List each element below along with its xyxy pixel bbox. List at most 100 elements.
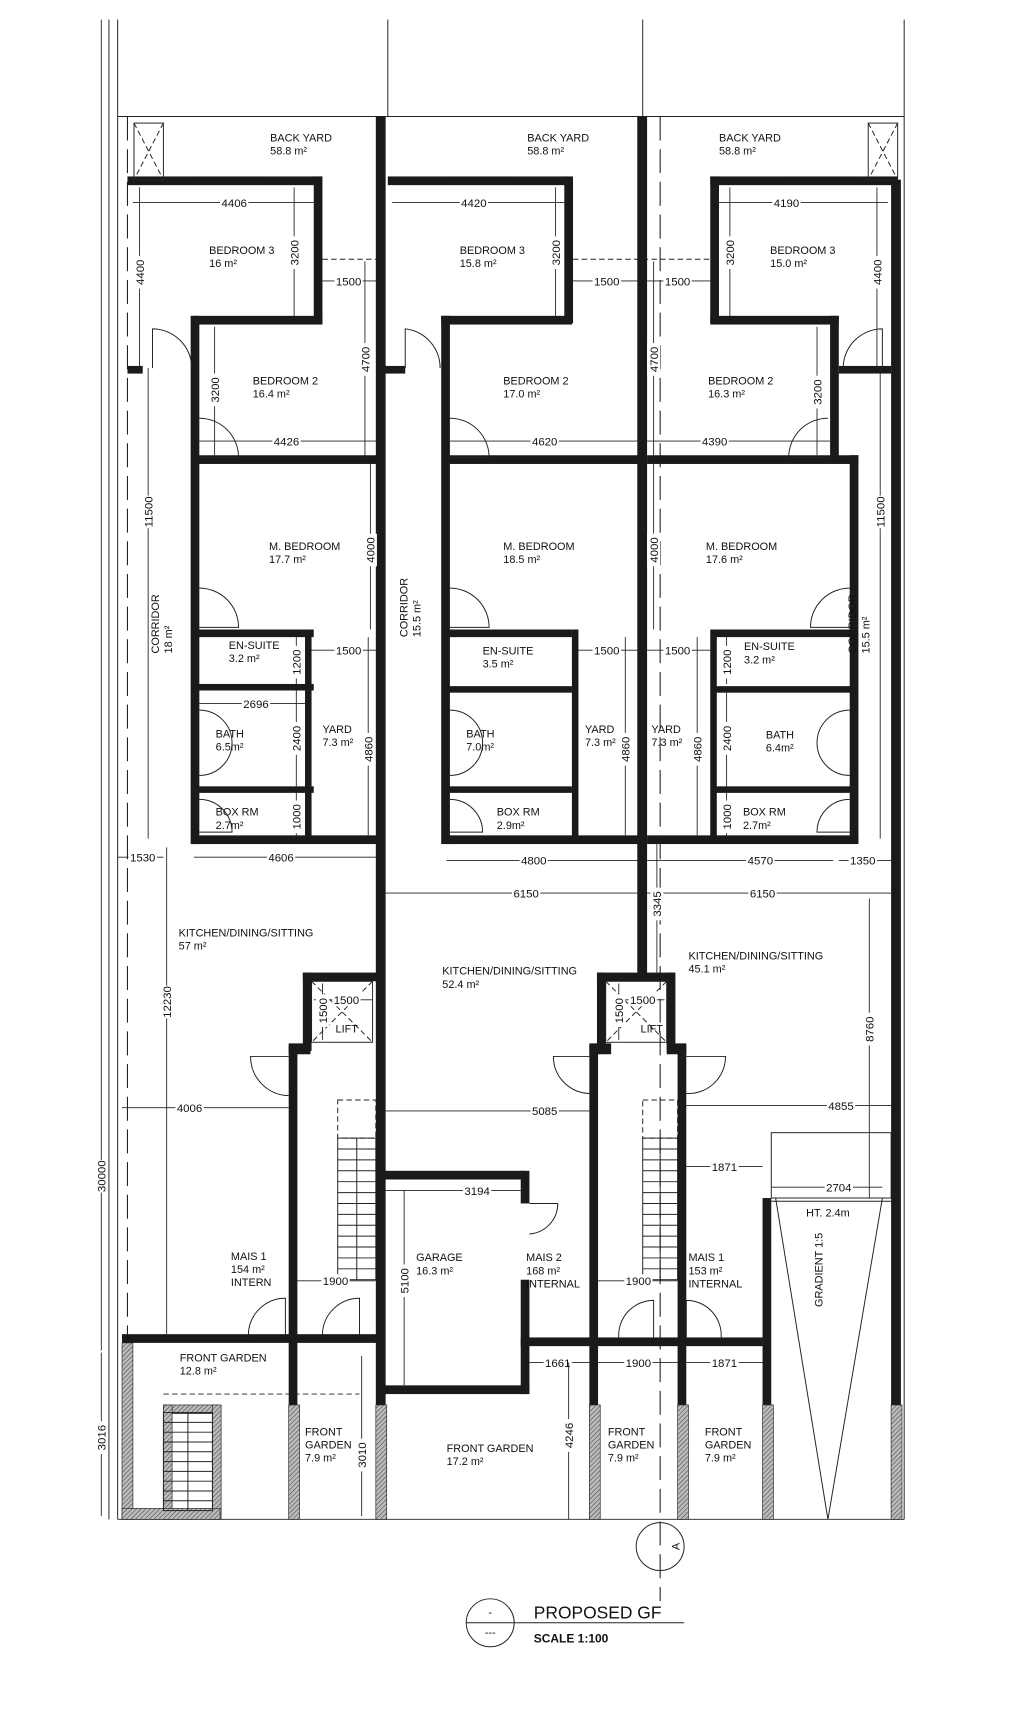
dimension-value: 1871	[712, 1162, 737, 1174]
wall	[193, 786, 314, 793]
room-label-line: 18 m²	[163, 625, 175, 653]
hatched-wall	[375, 1404, 388, 1520]
dimension: 4700	[358, 261, 372, 460]
room-label-line: BOX RM	[497, 807, 540, 819]
wall	[564, 176, 574, 324]
room-label-line: M. BEDROOM	[706, 541, 777, 553]
dimension: 2400	[720, 690, 734, 787]
dimension-value: 4190	[774, 198, 799, 210]
room-label-line: HT. 2.4m	[806, 1208, 850, 1220]
room-label-line: MAIS 1	[688, 1252, 724, 1264]
room-label-line: BEDROOM 2	[503, 375, 568, 387]
hatched-wall	[589, 1404, 601, 1520]
room-label-line: 3.2 m²	[229, 653, 260, 665]
door-swing	[842, 328, 883, 369]
room-label-line: CORRIDOR	[398, 578, 410, 637]
room-label-line: 7.3 m²	[322, 737, 353, 749]
room-label-line: 12.8 m²	[180, 1365, 217, 1377]
dimension: 4570	[647, 853, 834, 868]
wall	[520, 1170, 530, 1204]
hatched-wall	[677, 1404, 689, 1520]
wall	[647, 455, 859, 464]
door-swing	[404, 328, 441, 369]
wall	[446, 835, 643, 845]
dimension-value: 2696	[243, 699, 268, 711]
door-swing	[199, 709, 233, 776]
lift-shaft	[605, 980, 668, 1043]
room-label-line: FRONT	[608, 1426, 646, 1438]
door-swing	[449, 798, 484, 833]
dimension-value: 1500	[630, 995, 655, 1007]
wall	[288, 1043, 311, 1055]
room-label-line: EN-SUITE	[483, 646, 534, 658]
dimension: 2696	[199, 697, 306, 711]
dimension-value: 1900	[323, 1276, 348, 1288]
staircase	[162, 1412, 213, 1512]
room-label-line: 3.2 m²	[744, 654, 775, 666]
room-label-line: BACK YARD	[527, 133, 589, 145]
dimension-value: 1000	[292, 804, 304, 829]
wall	[446, 686, 572, 693]
dimension: 3200	[723, 187, 737, 316]
wall	[647, 835, 859, 845]
dimension-value: 1350	[850, 856, 875, 868]
room-label-line: M. BEDROOM	[269, 541, 340, 553]
dimension-value: 1500	[665, 646, 690, 658]
room-label: CORRIDOR15.5 m²	[847, 594, 872, 653]
dimension: 4620	[449, 434, 642, 448]
hatched-wall	[121, 1342, 134, 1520]
wall	[520, 1279, 530, 1395]
wall	[441, 315, 450, 845]
title-symbol-top: -	[488, 1607, 492, 1619]
room-label-line: BEDROOM 3	[460, 245, 525, 257]
dimension: 8760	[862, 898, 877, 1199]
room-label-line: 18.5 m²	[503, 554, 540, 566]
wall	[383, 1385, 530, 1395]
wall	[891, 179, 901, 1520]
door-swing	[618, 1299, 655, 1338]
dimension-value: 3200	[725, 240, 737, 265]
room-label-line: INTERNAL	[688, 1278, 742, 1290]
section-marker: A	[635, 1522, 685, 1571]
door-swing	[199, 587, 240, 628]
room-label: CORRIDOR18 m²	[150, 594, 175, 653]
dimension: 4006	[122, 1101, 289, 1115]
door-swing	[529, 1202, 559, 1235]
dimension: 4390	[647, 434, 831, 448]
dimension-value: 1900	[626, 1276, 651, 1288]
section-marker-circle	[635, 1522, 685, 1571]
dimension-value: 4860	[364, 737, 376, 762]
wall	[313, 176, 323, 324]
dimension: 2400	[289, 690, 304, 787]
room-label-line: INTERNAL	[526, 1278, 580, 1290]
dimension-value: 4860	[693, 737, 705, 762]
dimension: 1000	[289, 792, 304, 836]
wall	[710, 629, 717, 842]
wall	[571, 629, 579, 842]
room-label-line: MAIS 1	[231, 1251, 267, 1263]
dimension: 1500	[315, 983, 330, 1041]
dimension-value: 1500	[665, 276, 690, 288]
hatched-wall	[890, 1404, 903, 1520]
dimension-value: 1500	[318, 998, 330, 1023]
dimension-value: 1500	[614, 998, 626, 1023]
room-label-line: GARDEN	[608, 1440, 655, 1452]
wall	[193, 455, 382, 464]
wall	[838, 365, 892, 374]
dimension-value: 3200	[289, 240, 301, 265]
door-swing	[449, 417, 490, 458]
wall	[193, 835, 382, 845]
dimension-value: 1500	[594, 276, 619, 288]
title-symbol-bottom: ---	[485, 1627, 496, 1639]
dimension-value: 4570	[748, 856, 773, 868]
